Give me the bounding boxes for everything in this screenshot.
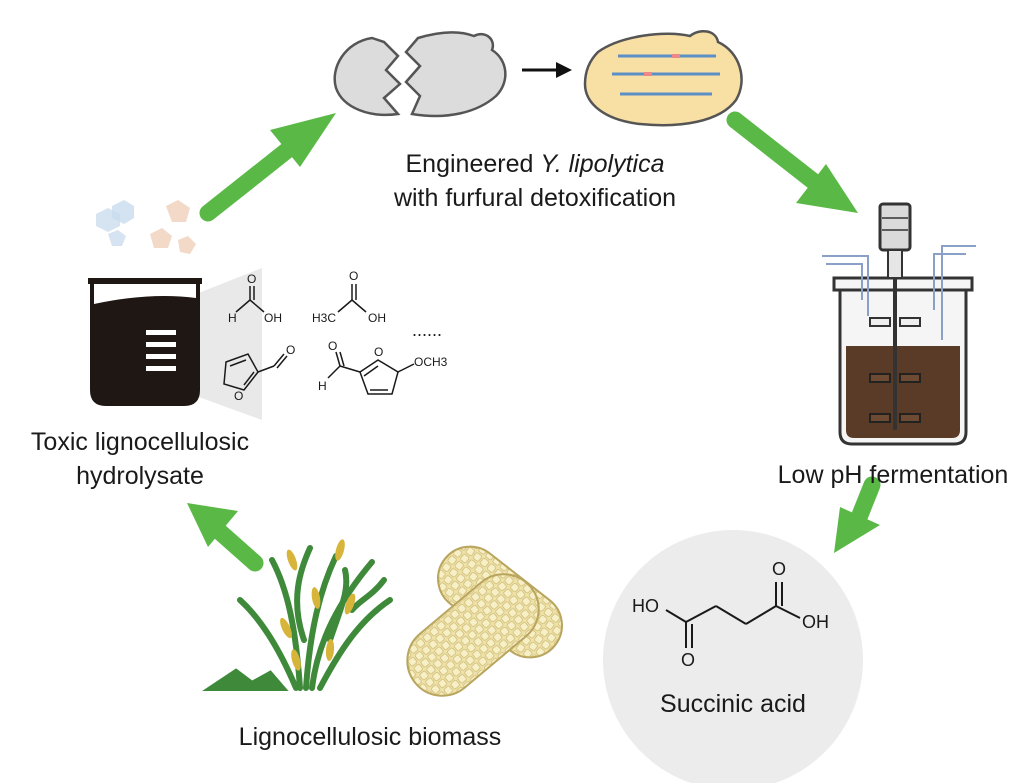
corn-icon	[406, 545, 563, 697]
succinic-o-bottom: O	[681, 650, 695, 670]
floating-molecules	[96, 200, 196, 254]
arrow-biomass-to-hydrolysate	[187, 503, 264, 572]
engineered-cell-icon	[583, 29, 743, 127]
toxic-label-line1: Toxic lignocellulosic	[31, 428, 249, 456]
furfural-structure: O O	[223, 343, 295, 403]
acetic-oh: OH	[368, 311, 386, 325]
furfural-o-ring: O	[234, 389, 243, 403]
biomass-label: Lignocellulosic biomass	[239, 723, 502, 751]
formic-acid-structure: H OH O	[228, 272, 282, 325]
beaker-icon	[88, 278, 202, 406]
hmf-o: O	[328, 339, 337, 353]
more-compounds-ellipsis: ......	[412, 320, 442, 340]
succinic-ho: HO	[632, 596, 659, 616]
arrow-yeast-to-fermenter	[726, 111, 858, 213]
toxic-label-line2: hydrolysate	[76, 462, 204, 490]
formic-h: H	[228, 311, 237, 325]
cycle-arrows	[187, 111, 881, 572]
hmf-och3: OCH3	[414, 355, 448, 369]
arrow-fermenter-to-succinic	[834, 476, 881, 553]
transform-arrow	[522, 62, 572, 78]
succinic-acid-structure	[665, 582, 801, 648]
succinic-acid-panel: HO OH O O Succinic acid	[603, 530, 863, 783]
methoxy-furfural-structure: H O O OCH3	[318, 339, 448, 395]
succinic-o-top: O	[772, 559, 786, 579]
succinic-label: Succinic acid	[660, 690, 806, 718]
hmf-h: H	[318, 379, 327, 393]
acetic-o: O	[349, 269, 358, 283]
magnify-wedge	[196, 268, 262, 420]
engineered-label-line2: with furfural detoxification	[393, 184, 676, 212]
fermentation-label: Low pH fermentation	[778, 461, 1009, 489]
acetic-h3c: H3C	[312, 311, 336, 325]
bioreactor-icon	[822, 202, 976, 446]
hmf-o-ring: O	[374, 345, 383, 359]
formic-oh: OH	[264, 311, 282, 325]
arrow-hydrolysate-to-yeast	[199, 113, 336, 222]
formic-o: O	[247, 272, 256, 286]
acetic-acid-structure: H3C OH O	[312, 269, 386, 325]
broken-cell-icon	[333, 31, 507, 118]
plant-icon	[202, 545, 393, 691]
succinic-oh: OH	[802, 612, 829, 632]
grain-icons	[280, 539, 356, 671]
engineered-label-line1: Engineered Y. lipolytica	[406, 150, 665, 178]
furfural-o: O	[286, 343, 295, 357]
